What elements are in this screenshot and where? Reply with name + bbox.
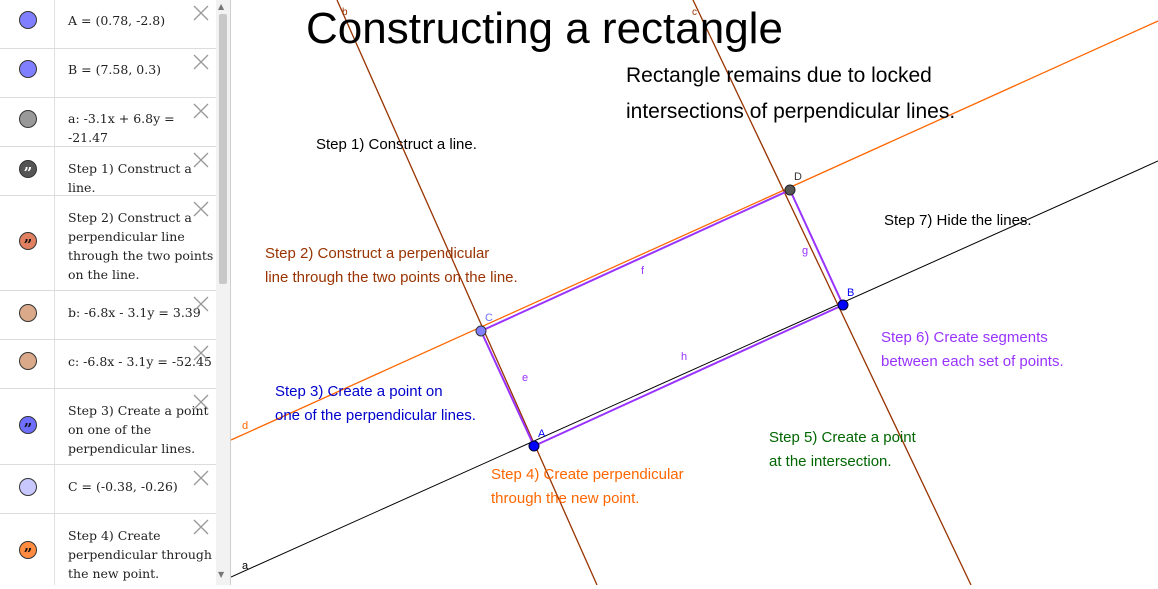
label-line-d: d [242,420,248,432]
text-line: on the line. [68,267,140,282]
step7-text: Step 7) Hide the lines. [884,212,1032,229]
visibility-toggle-icon[interactable] [19,110,37,128]
step5-text-line-2: at the intersection. [769,453,892,470]
text-quote-icon[interactable]: ” [19,541,37,563]
close-icon[interactable] [192,393,210,411]
text-line: perpendicular through [68,547,212,562]
text-line: on one of the [68,422,152,437]
algebra-row-text: Step 4) Create perpendicular through the… [68,526,212,583]
label-point-a: A [538,428,546,440]
text-line: Step 4) Create [68,528,161,543]
label-segment-e: e [522,372,528,384]
segment-f[interactable] [480,189,791,332]
step4-text-line-2: through the new point. [491,490,639,507]
label-line-b: b [342,7,348,18]
point-a[interactable] [528,440,540,452]
algebra-row-line-c[interactable]: c: -6.8x - 3.1y = -52.45 [0,340,216,389]
text-line: Step 3) Create a point [68,403,209,418]
algebra-row-point-b[interactable]: B = (7.58, 0.3) [0,49,216,98]
close-icon[interactable] [192,344,210,362]
step5-text-line-1: Step 5) Create a point [769,429,917,446]
step6-text-line-2: between each set of points. [881,353,1064,370]
step2-text-line-1: Step 2) Construct a perpendicular [265,245,489,262]
page-title: Constructing a rectangle [306,4,783,53]
algebra-row-line-b[interactable]: b: -6.8x - 3.1y = 3.39 [0,291,216,340]
subtitle-line-2: intersections of perpendicular lines. [626,100,955,123]
label-segment-g: g [802,245,808,257]
algebra-row-point-a[interactable]: A = (0.78, -2.8) [0,0,216,49]
scrollbar-thumb[interactable] [219,14,227,284]
line-a[interactable] [230,160,1158,578]
segment-g[interactable] [789,189,844,306]
algebra-row-text-step4[interactable]: ” Step 4) Create perpendicular through t… [0,514,216,585]
segment-e[interactable] [480,330,535,447]
label-line-c: c [692,7,697,18]
algebra-row-text: Step 1) Construct a line. [68,161,192,195]
close-icon[interactable] [192,151,210,169]
step4-text-line-1: Step 4) Create perpendicular [491,466,684,483]
algebra-row-text: c: -6.8x - 3.1y = -52.45 [68,354,212,369]
line-c[interactable] [692,0,972,586]
label-point-b: B [847,287,854,299]
algebra-row-text-step1[interactable]: ” Step 1) Construct a line. [0,147,216,196]
point-c[interactable] [475,325,487,337]
text-quote-icon[interactable]: ” [19,232,37,254]
text-line: perpendicular line [68,229,185,244]
text-quote-icon[interactable]: ” [19,160,37,182]
scroll-down-arrow-icon[interactable]: ▼ [218,570,225,579]
step3-text-line-1: Step 3) Create a point on [275,383,443,400]
text-line: through the two points [68,248,214,263]
algebra-row-text: Step 3) Create a point on one of the per… [68,401,209,458]
visibility-toggle-icon[interactable] [19,352,37,370]
marker-column-divider [54,0,55,585]
point-d[interactable] [784,184,796,196]
close-icon[interactable] [192,102,210,120]
visibility-toggle-icon[interactable] [19,11,37,29]
visibility-toggle-icon[interactable] [19,478,37,496]
algebra-row-text: A = (0.78, -2.8) [68,13,166,28]
step6-text-line-1: Step 6) Create segments [881,329,1048,346]
line-d[interactable] [230,20,1158,441]
text-quote-icon[interactable]: ” [19,416,37,438]
close-icon[interactable] [192,53,210,71]
algebra-row-line-a[interactable]: a: -3.1x + 6.8y = -21.47 [0,98,216,147]
step2-text-line-2: line through the two points on the line. [265,269,518,286]
algebra-row-point-c[interactable]: C = (-0.38, -0.26) [0,465,216,514]
graphics-canvas[interactable]: A B C D a b c d e f g h Constructing a r… [230,0,1158,586]
step1-text: Step 1) Construct a line. [316,136,477,153]
label-point-d: D [794,171,802,183]
close-icon[interactable] [192,518,210,536]
label-segment-f: f [641,265,645,277]
algebra-row-text: b: -6.8x - 3.1y = 3.39 [68,305,201,320]
text-line: the new point. [68,566,160,581]
segment-h[interactable] [533,304,844,447]
scroll-up-arrow-icon[interactable]: ▲ [218,2,225,11]
subtitle-line-1: Rectangle remains due to locked [626,64,932,87]
algebra-row-text-step2[interactable]: ” Step 2) Construct a perpendicular line… [0,196,216,291]
algebra-row-text-step3[interactable]: ” Step 3) Create a point on one of the p… [0,389,216,465]
close-icon[interactable] [192,4,210,22]
point-b[interactable] [837,299,849,311]
close-icon[interactable] [192,200,210,218]
algebra-row-text: C = (-0.38, -0.26) [68,479,178,494]
step3-text-line-2: one of the perpendicular lines. [275,407,476,424]
visibility-toggle-icon[interactable] [19,60,37,78]
text-line: Step 2) Construct a [68,210,192,225]
label-line-a: a [242,560,249,572]
close-icon[interactable] [192,469,210,487]
algebra-row-text: a: -3.1x + 6.8y = -21.47 [68,111,175,145]
label-point-c: C [485,312,493,324]
close-icon[interactable] [192,295,210,313]
label-segment-h: h [681,351,687,363]
visibility-toggle-icon[interactable] [19,304,37,322]
algebra-row-text: Step 2) Construct a perpendicular line t… [68,208,213,284]
graphics-view[interactable]: A B C D a b c d e f g h Constructing a r… [230,0,1158,586]
text-line: perpendicular lines. [68,441,196,456]
line-b[interactable] [336,0,598,586]
algebra-row-text: B = (7.58, 0.3) [68,62,162,77]
algebra-view: A = (0.78, -2.8) B = (7.58, 0.3) a: -3.1… [0,0,231,585]
